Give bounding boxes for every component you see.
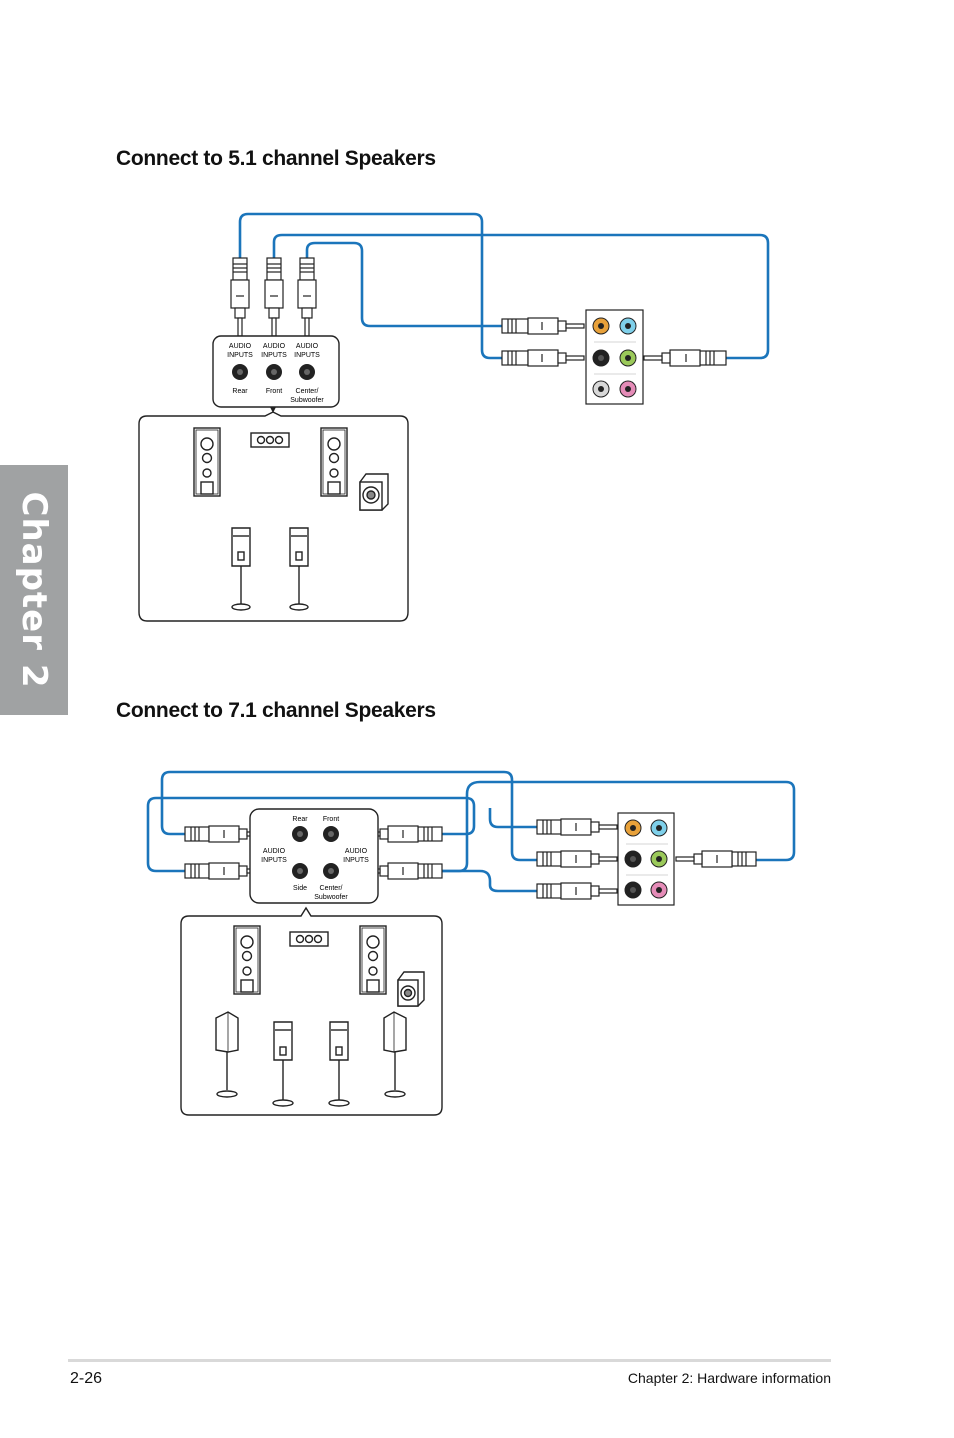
diagram-5-1-speakers: AUDIO INPUTS AUDIO INPUTS AUDIO INPUTS R… bbox=[138, 212, 770, 622]
label-inputs-2: INPUTS bbox=[261, 352, 287, 359]
rear-right-speaker-icon bbox=[328, 1021, 350, 1107]
front-left-speaker-icon bbox=[233, 925, 261, 995]
label-audio-left: AUDIO bbox=[263, 848, 286, 855]
center-speaker-icon bbox=[289, 931, 329, 947]
plug-to-board-1 bbox=[536, 818, 618, 836]
plug-center bbox=[297, 257, 317, 337]
subwoofer-icon bbox=[397, 971, 425, 1007]
label-inputs-right: INPUTS bbox=[343, 857, 369, 864]
front-right-speaker-icon bbox=[320, 427, 348, 497]
label-subwoofer: Subwoofer bbox=[314, 894, 348, 901]
plug-center-right bbox=[361, 862, 443, 880]
label-rear: Rear bbox=[292, 816, 308, 823]
rear-right-speaker-icon bbox=[289, 527, 309, 611]
plug-to-board-3 bbox=[643, 349, 727, 367]
speaker-system-7-1 bbox=[180, 906, 443, 1116]
label-audio-3: AUDIO bbox=[296, 343, 319, 350]
front-left-speaker-icon bbox=[193, 427, 221, 497]
footer-chapter-title: Chapter 2: Hardware information bbox=[627, 1370, 831, 1386]
label-subwoofer: Subwoofer bbox=[290, 397, 324, 404]
label-front: Front bbox=[266, 388, 282, 395]
label-audio-1: AUDIO bbox=[229, 343, 252, 350]
diagram-7-1-speakers: Rear Front AUDIO INPUTS AUDIO INPUTS Sid… bbox=[146, 770, 796, 1116]
front-right-speaker-icon bbox=[359, 925, 387, 995]
speaker-system-5-1 bbox=[138, 411, 409, 622]
section-heading-7-1: Connect to 7.1 channel Speakers bbox=[116, 699, 436, 722]
plug-to-board-2 bbox=[501, 349, 585, 367]
rear-left-speaker-icon bbox=[272, 1021, 294, 1107]
label-inputs-1: INPUTS bbox=[227, 352, 253, 359]
rear-audio-ports-7-1 bbox=[617, 812, 675, 906]
side-left-speaker-icon bbox=[215, 1011, 239, 1098]
cables bbox=[238, 212, 770, 360]
audio-inputs-panel-7-1: Rear Front AUDIO INPUTS AUDIO INPUTS Sid… bbox=[249, 808, 379, 904]
plug-rear bbox=[230, 257, 250, 337]
label-audio-right: AUDIO bbox=[345, 848, 368, 855]
label-rear: Rear bbox=[232, 388, 248, 395]
plug-to-board-3 bbox=[536, 882, 618, 900]
plug-to-board-1 bbox=[501, 317, 585, 335]
rear-left-speaker-icon bbox=[231, 527, 251, 611]
label-inputs-left: INPUTS bbox=[261, 857, 287, 864]
side-right-speaker-icon bbox=[383, 1011, 407, 1098]
plug-to-board-4 bbox=[675, 850, 757, 868]
label-inputs-3: INPUTS bbox=[294, 352, 320, 359]
audio-inputs-panel: AUDIO INPUTS AUDIO INPUTS AUDIO INPUTS R… bbox=[212, 335, 340, 413]
plug-to-board-2 bbox=[536, 850, 618, 868]
label-front: Front bbox=[323, 816, 339, 823]
rear-audio-ports-5-1 bbox=[585, 309, 644, 405]
label-audio-2: AUDIO bbox=[263, 343, 286, 350]
subwoofer-icon bbox=[359, 473, 389, 511]
center-speaker-icon bbox=[250, 432, 290, 448]
label-side: Side bbox=[293, 885, 307, 892]
label-center: Center/ bbox=[320, 885, 343, 892]
page-number: 2-26 bbox=[70, 1370, 103, 1387]
plug-front bbox=[264, 257, 284, 337]
footer-divider bbox=[68, 1359, 831, 1362]
chapter-tab: Chapter 2 bbox=[0, 465, 68, 715]
label-center: Center/ bbox=[296, 388, 319, 395]
section-heading-5-1: Connect to 5.1 channel Speakers bbox=[116, 147, 436, 170]
cables bbox=[146, 770, 796, 893]
